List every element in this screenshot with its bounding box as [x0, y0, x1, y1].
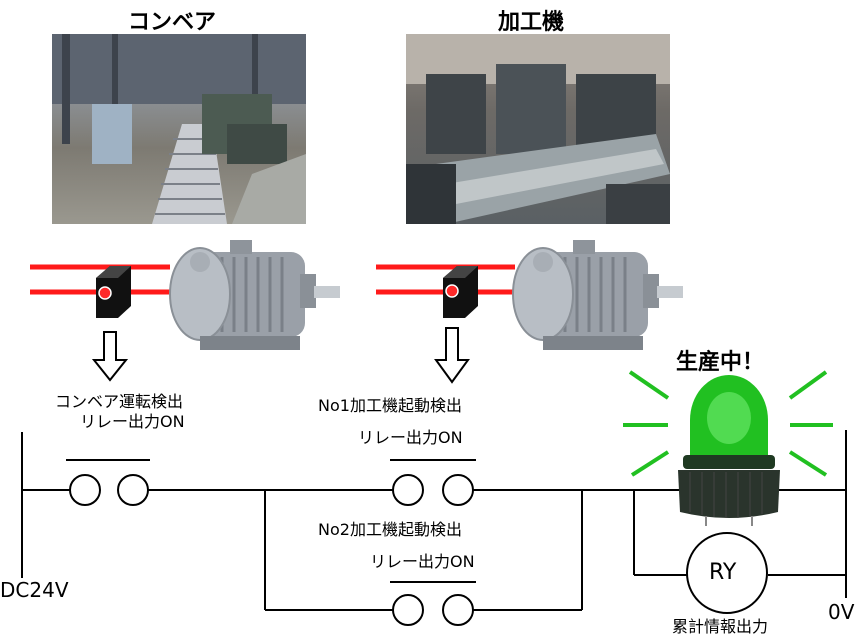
machine-photo — [406, 34, 670, 224]
down-arrow-icon — [434, 327, 470, 384]
contact-icon — [66, 459, 150, 506]
supply-voltage-label: DC24V — [0, 578, 69, 602]
conveyor-photo — [52, 34, 306, 224]
motor-icon — [169, 240, 340, 350]
conveyor-detect-label-line1: コンベア運転検出 — [55, 392, 184, 411]
relay-coil-icon — [686, 532, 768, 614]
machine1-detect-label-line2: リレー出力ON — [358, 428, 463, 447]
conveyor-title: コンベア — [128, 10, 217, 35]
ground-label: 0V — [828, 600, 855, 624]
down-arrow-icon — [91, 331, 129, 382]
machine1-detect-label-line1: No1加工機起動検出 — [318, 396, 462, 415]
warning-lamp-icon — [623, 370, 833, 526]
relay-caption: 累計情報出力 — [672, 617, 769, 636]
relay-coil-label: RY — [709, 560, 737, 585]
motor-icon — [512, 240, 683, 350]
production-status-text: 生産中！ — [676, 350, 765, 375]
machine2-detect-label-line1: No2加工機起動検出 — [318, 520, 462, 539]
contact-icon — [390, 581, 476, 626]
photo-sensor-icon — [96, 266, 131, 318]
conveyor-detect-label-line2: リレー出力ON — [80, 412, 185, 431]
circuit-wiring — [21, 430, 847, 611]
photo-sensor-icon — [443, 266, 478, 318]
machine-title: 加工機 — [498, 10, 565, 35]
machine2-detect-label-line2: リレー出力ON — [370, 552, 475, 571]
contact-icon — [390, 459, 476, 506]
